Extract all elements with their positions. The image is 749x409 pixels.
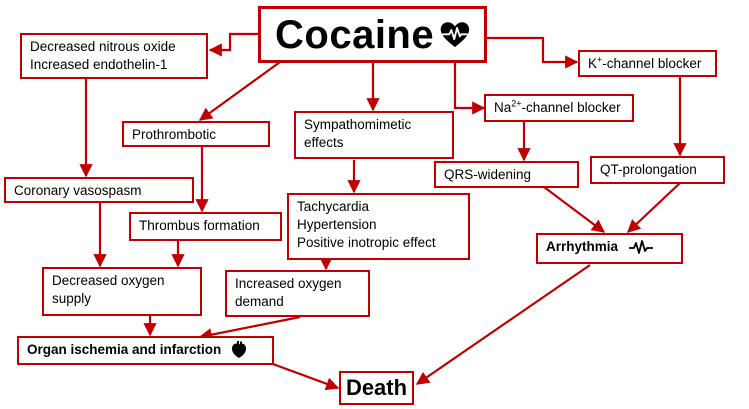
arrow-ischemia-to-death: [261, 358, 340, 391]
thrombus-formation-label: Thrombus formation: [139, 218, 260, 233]
arrow-cocaine-to-k: [487, 36, 579, 69]
k-channel-blocker-node: K+-channel blocker: [578, 50, 717, 77]
prothrombotic-label: Prothrombotic: [132, 127, 217, 142]
sympathomimetic-node: Sympathomimetic effects: [294, 111, 454, 159]
thrombus-formation-node: Thrombus formation: [129, 212, 282, 241]
cocaine-title-node: Cocaine: [258, 6, 487, 63]
qt-prolongation-node: QT-prolongation: [590, 156, 725, 184]
qrs-widening-node: QRS-widening: [434, 161, 579, 188]
death-label: Death: [345, 375, 408, 400]
coronary-vasospasm-node: Coronary vasospasm: [4, 177, 194, 203]
arrow-increased-to-ischemia: [198, 315, 301, 342]
increased-oxygen-node: Increased oxygen demand: [225, 270, 370, 317]
organ-ischemia-node: Organ ischemia and infarction: [17, 336, 274, 365]
na-superscript: 2+: [511, 98, 522, 109]
ecg-wave-icon: [629, 240, 654, 254]
prothrombotic-node: Prothrombotic: [122, 121, 270, 147]
arrow-arrhythmia-to-death: [415, 264, 591, 385]
tachycardia-line: Tachycardia: [297, 199, 370, 214]
arrow-qrs-to-arrhythmia: [543, 186, 606, 233]
no-endothelin-line-1: Decreased nitrous oxide: [30, 39, 176, 54]
na-prefix: Na: [494, 100, 512, 115]
decreased-oxygen-line-1: Decreased oxygen: [52, 273, 165, 288]
sympathomimetic-line-2: effects: [304, 135, 344, 150]
sympathomimetic-line-1: Sympathomimetic: [304, 117, 412, 132]
arrow-cocaine-to-no: [208, 32, 258, 57]
no-endothelin-line-2: Increased endothelin-1: [30, 57, 168, 72]
hypertension-line: Hypertension: [297, 217, 377, 232]
death-node: Death: [339, 371, 414, 405]
k-rest: -channel blocker: [602, 56, 702, 71]
k-prefix: K: [588, 56, 598, 71]
qrs-widening-label: QRS-widening: [444, 167, 532, 182]
arrhythmia-node: Arrhythmia: [536, 233, 683, 264]
na-rest: -channel blocker: [521, 100, 621, 115]
decreased-oxygen-node: Decreased oxygen supply: [42, 267, 202, 316]
increased-oxygen-line-2: demand: [235, 294, 284, 309]
no-endothelin-node: Decreased nitrous oxide Increased endoth…: [20, 33, 208, 79]
arrow-cocaine-to-na: [453, 62, 486, 115]
increased-oxygen-line-1: Increased oxygen: [235, 276, 342, 291]
heart-pulse-icon: [440, 21, 470, 47]
na-channel-blocker-node: Na2+-channel blocker: [484, 94, 634, 122]
arrow-qt-to-arrhythmia: [627, 182, 681, 233]
decreased-oxygen-line-2: supply: [52, 291, 92, 306]
qt-prolongation-label: QT-prolongation: [600, 162, 697, 177]
arrow-cocaine-to-prothrombotic: [198, 61, 281, 121]
inotropic-line: Positive inotropic effect: [297, 235, 436, 250]
k-superscript: +: [597, 54, 603, 65]
page-title: Cocaine: [275, 12, 435, 57]
anatomical-heart-icon: [232, 341, 247, 358]
arrhythmia-label: Arrhythmia: [546, 239, 619, 254]
organ-ischemia-label: Organ ischemia and infarction: [27, 342, 222, 357]
coronary-vasospasm-label: Coronary vasospasm: [14, 183, 142, 198]
tachycardia-group-node: Tachycardia Hypertension Positive inotro…: [287, 193, 470, 260]
